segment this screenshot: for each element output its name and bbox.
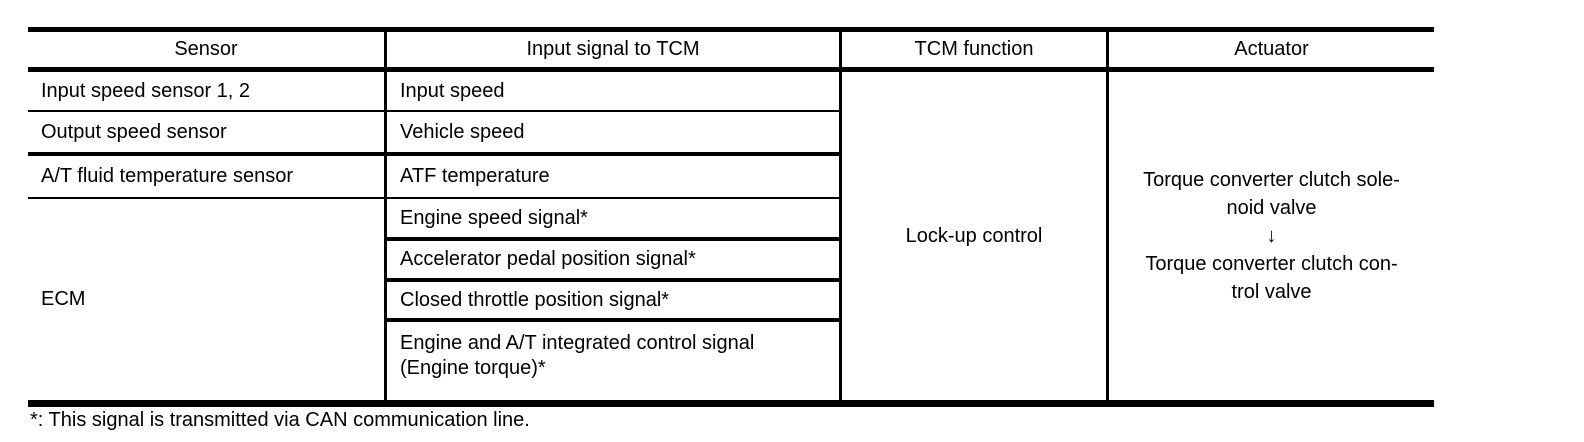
sensor-cell-ecm: ECM — [28, 199, 387, 400]
sensor-cell-input-speed-sensor: Input speed sensor 1, 2 — [28, 72, 387, 112]
signal-cell-accelerator-pedal-position: Accelerator pedal position signal* — [387, 241, 842, 282]
actuator-cell: Torque converter clutch sole- noid valve… — [1109, 72, 1434, 400]
sensor-cell-at-fluid-temperature-sensor: A/T fluid temperature sensor — [28, 156, 387, 199]
actuator-line-1: Torque converter clutch sole- — [1143, 169, 1400, 191]
signal-cell-input-speed: Input speed — [387, 72, 842, 112]
sensor-cell-output-speed-sensor: Output speed sensor — [28, 112, 387, 156]
signal-cell-closed-throttle-position: Closed throttle position signal* — [387, 282, 842, 322]
signal-integrated-control-line1: Engine and A/T integrated control signal — [400, 332, 755, 354]
header-input-signal: Input signal to TCM — [387, 32, 842, 72]
header-sensor: Sensor — [28, 32, 387, 72]
header-tcm-function: TCM function — [842, 32, 1109, 72]
header-actuator: Actuator — [1109, 32, 1434, 72]
signal-integrated-control-line2: (Engine torque)* — [400, 357, 546, 379]
tcm-function-cell-lockup-control: Lock-up control — [842, 72, 1109, 400]
signal-cell-engine-speed: Engine speed signal* — [387, 199, 842, 241]
lockup-control-spec-table: Sensor Input signal to TCM TCM function … — [28, 27, 1434, 407]
signal-cell-atf-temperature: ATF temperature — [387, 156, 842, 199]
down-arrow-icon: ↓ — [1266, 225, 1277, 247]
signal-cell-vehicle-speed: Vehicle speed — [387, 112, 842, 156]
can-communication-footnote: *: This signal is transmitted via CAN co… — [30, 409, 530, 431]
actuator-line-2: noid valve — [1226, 197, 1317, 219]
actuator-line-4: trol valve — [1231, 281, 1312, 303]
actuator-line-3: Torque converter clutch con- — [1145, 253, 1398, 275]
signal-cell-integrated-control: Engine and A/T integrated control signal… — [387, 322, 842, 400]
